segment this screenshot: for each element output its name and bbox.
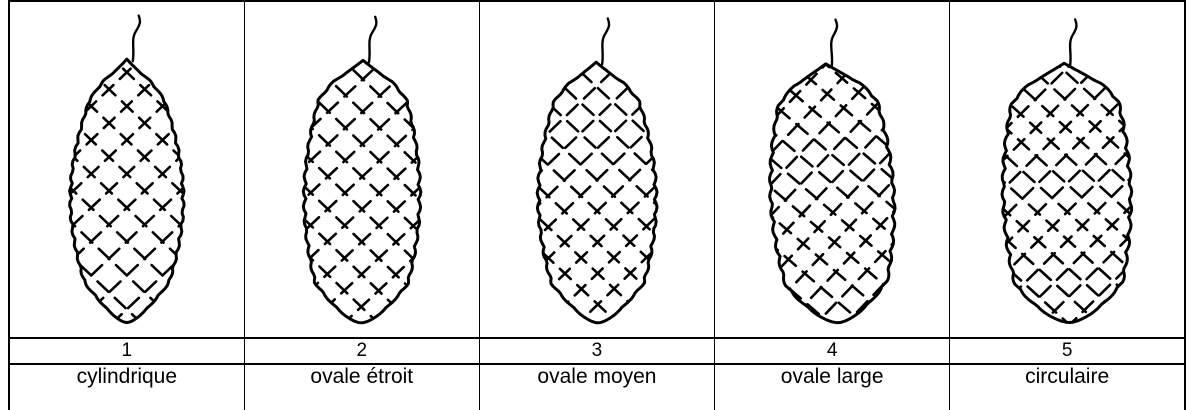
cone-scales bbox=[10, 20, 244, 337]
cone-cylindrical-illustration bbox=[10, 2, 244, 337]
shape-cell-2 bbox=[244, 1, 479, 338]
label-row: cylindrique ovale étroit ovale moyen ova… bbox=[9, 364, 1185, 410]
cone-circular-illustration bbox=[950, 2, 1184, 337]
shape-label: ovale large bbox=[715, 364, 950, 410]
cone-shape-table: 1 2 3 4 5 cylindrique ovale étroit ovale… bbox=[8, 0, 1186, 410]
cone-scales bbox=[950, 12, 1184, 337]
cone-outline bbox=[536, 62, 658, 323]
cone-drawing bbox=[715, 2, 949, 337]
cone-stem bbox=[602, 18, 610, 64]
shape-label: ovale étroit bbox=[244, 364, 479, 410]
cone-drawing bbox=[480, 14, 714, 337]
drawing-row bbox=[9, 1, 1185, 338]
shape-cell-1 bbox=[9, 1, 244, 338]
shape-cell-3 bbox=[479, 1, 714, 338]
cone-drawing bbox=[10, 16, 244, 337]
shape-number: 2 bbox=[244, 338, 479, 364]
cone-stem bbox=[133, 16, 140, 62]
cone-narrow-oval-illustration bbox=[245, 2, 479, 337]
cone-outline bbox=[70, 59, 184, 322]
shape-cell-5 bbox=[950, 1, 1185, 338]
cone-medium-oval-illustration bbox=[480, 2, 714, 337]
shape-cell-4 bbox=[715, 1, 950, 338]
shape-number: 1 bbox=[9, 338, 244, 364]
cone-scales bbox=[245, 17, 479, 337]
shape-label: ovale moyen bbox=[479, 364, 714, 410]
cone-scales bbox=[480, 18, 714, 337]
cone-wide-oval-illustration bbox=[715, 2, 949, 337]
shape-number: 3 bbox=[479, 338, 714, 364]
shape-label: cylindrique bbox=[9, 364, 244, 410]
number-row: 1 2 3 4 5 bbox=[9, 338, 1185, 364]
cone-shape-chart: 1 2 3 4 5 cylindrique ovale étroit ovale… bbox=[8, 0, 1190, 410]
shape-label: circulaire bbox=[950, 364, 1185, 410]
cone-stem bbox=[830, 20, 839, 66]
cone-stem bbox=[369, 17, 377, 63]
cone-drawing bbox=[950, 8, 1184, 337]
shape-number: 5 bbox=[950, 338, 1185, 364]
cone-stem bbox=[1069, 20, 1077, 66]
cone-drawing bbox=[245, 13, 479, 337]
shape-number: 4 bbox=[715, 338, 950, 364]
